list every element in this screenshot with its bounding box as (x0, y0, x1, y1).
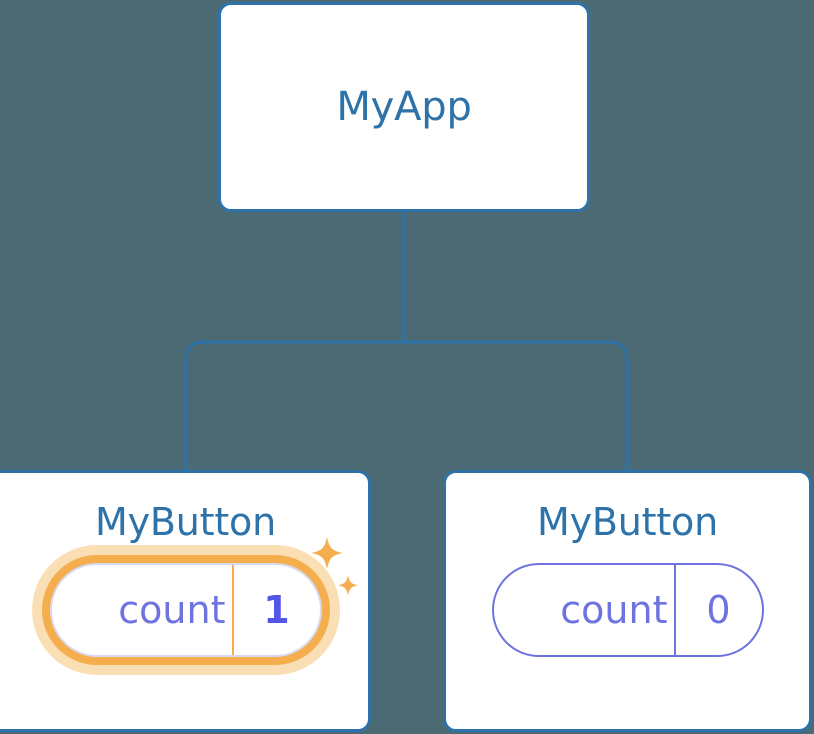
node-title: MyButton (95, 500, 276, 544)
node-title: MyApp (336, 84, 472, 130)
state-pill-highlighted[interactable]: count 1 (49, 537, 358, 657)
node-child-mybutton-left[interactable]: MyButton count 1 (0, 470, 371, 732)
node-root-myapp[interactable]: MyApp (218, 2, 590, 212)
state-pill-plain[interactable]: count 0 (491, 563, 764, 657)
node-child-mybutton-right[interactable]: MyButton count 0 (443, 470, 812, 732)
state-value: 0 (673, 565, 762, 655)
state-value: 1 (231, 565, 320, 655)
edge-branch-right (404, 340, 629, 472)
edge-branch-left (184, 340, 404, 472)
state-key: count (118, 588, 226, 632)
state-key: count (560, 588, 668, 632)
state-pill: count 0 (491, 563, 764, 657)
sparkle-small-icon (337, 575, 358, 596)
state-pill: count 1 (49, 563, 322, 657)
node-title: MyButton (537, 500, 718, 544)
